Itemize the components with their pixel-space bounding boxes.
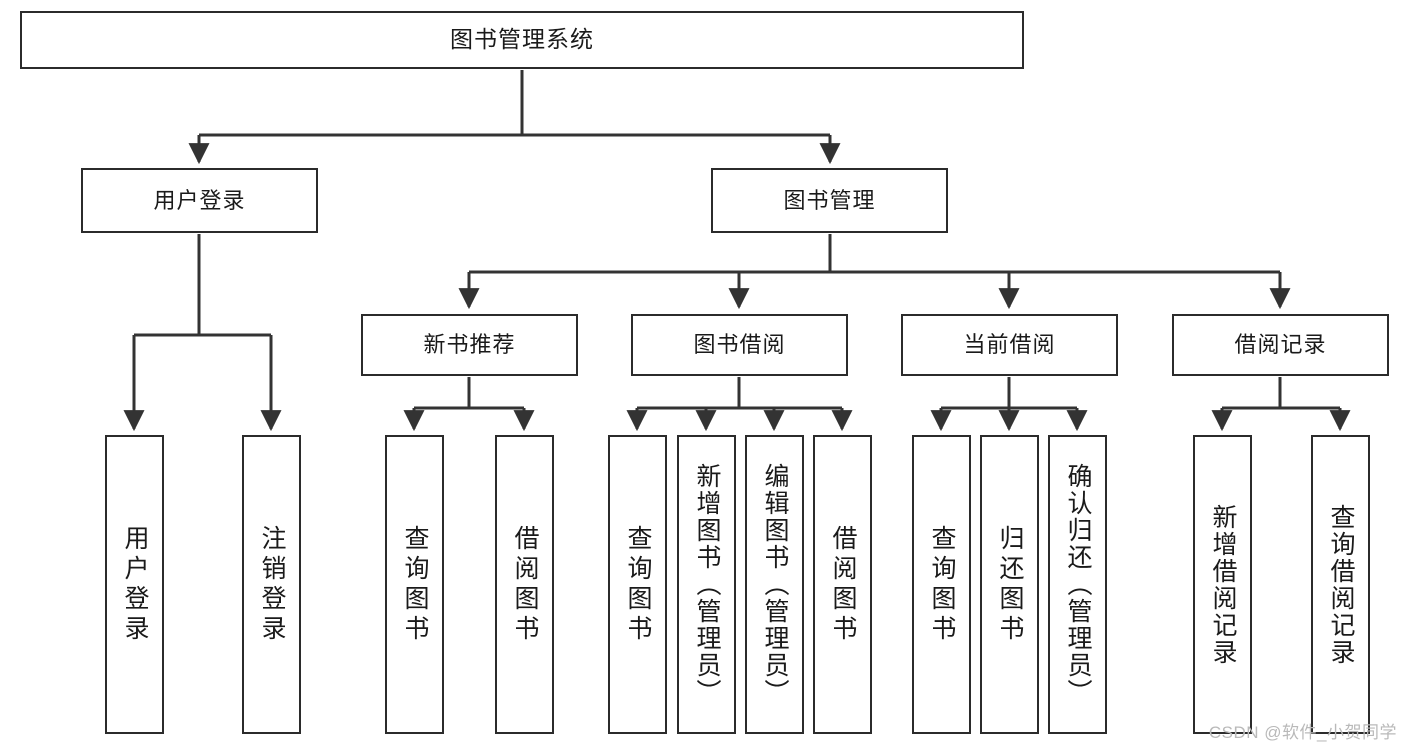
node-leaf-return-book[interactable]: 归还图书 <box>980 435 1039 734</box>
node-leaf-borrow-book-1-label: 借阅图书 <box>511 524 539 645</box>
node-leaf-query-book-1-label: 查询图书 <box>401 524 429 645</box>
node-leaf-borrow-book-2-label: 借阅图书 <box>829 524 857 645</box>
node-leaf-user-logout-label: 注销登录 <box>258 524 286 645</box>
node-leaf-borrow-book-2[interactable]: 借阅图书 <box>813 435 872 734</box>
node-user-login-label: 用户登录 <box>153 187 246 213</box>
node-book-management[interactable]: 图书管理 <box>711 168 948 233</box>
node-leaf-add-book[interactable]: 新增图书（管理员） <box>677 435 736 734</box>
node-leaf-query-record[interactable]: 查询借阅记录 <box>1311 435 1370 734</box>
node-book-borrow-label: 图书借阅 <box>693 332 786 358</box>
node-leaf-query-book-3-label: 查询图书 <box>928 524 956 645</box>
node-current-borrow-label: 当前借阅 <box>963 332 1056 358</box>
node-leaf-query-book-2-label: 查询图书 <box>624 524 652 645</box>
node-leaf-return-book-label: 归还图书 <box>996 524 1024 645</box>
node-borrow-record[interactable]: 借阅记录 <box>1172 314 1389 376</box>
node-leaf-borrow-book-1[interactable]: 借阅图书 <box>495 435 554 734</box>
node-user-login[interactable]: 用户登录 <box>81 168 318 233</box>
node-leaf-user-login-label: 用户登录 <box>121 524 149 645</box>
node-leaf-confirm-return[interactable]: 确认归还（管理员） <box>1048 435 1107 734</box>
node-book-management-label: 图书管理 <box>783 187 876 213</box>
node-leaf-edit-book[interactable]: 编辑图书（管理员） <box>745 435 804 734</box>
node-leaf-edit-book-label: 编辑图书（管理员） <box>761 463 789 706</box>
node-leaf-query-record-label: 查询借阅记录 <box>1327 503 1355 666</box>
node-leaf-query-book-1[interactable]: 查询图书 <box>385 435 444 734</box>
node-new-book-recommend-label: 新书推荐 <box>423 332 516 358</box>
node-borrow-record-label: 借阅记录 <box>1234 332 1327 358</box>
node-root[interactable]: 图书管理系统 <box>20 11 1024 69</box>
node-leaf-query-book-3[interactable]: 查询图书 <box>912 435 971 734</box>
node-leaf-user-login[interactable]: 用户登录 <box>105 435 164 734</box>
node-leaf-confirm-return-label: 确认归还（管理员） <box>1064 463 1092 706</box>
csdn-watermark: CSDN @软件_小贺同学 <box>1208 723 1397 742</box>
node-leaf-add-book-label: 新增图书（管理员） <box>693 463 721 706</box>
node-leaf-user-logout[interactable]: 注销登录 <box>242 435 301 734</box>
node-new-book-recommend[interactable]: 新书推荐 <box>361 314 578 376</box>
node-leaf-query-book-2[interactable]: 查询图书 <box>608 435 667 734</box>
node-current-borrow[interactable]: 当前借阅 <box>901 314 1118 376</box>
node-book-borrow[interactable]: 图书借阅 <box>631 314 848 376</box>
node-root-label: 图书管理系统 <box>450 26 594 53</box>
node-leaf-add-record[interactable]: 新增借阅记录 <box>1193 435 1252 734</box>
node-leaf-add-record-label: 新增借阅记录 <box>1209 503 1237 666</box>
